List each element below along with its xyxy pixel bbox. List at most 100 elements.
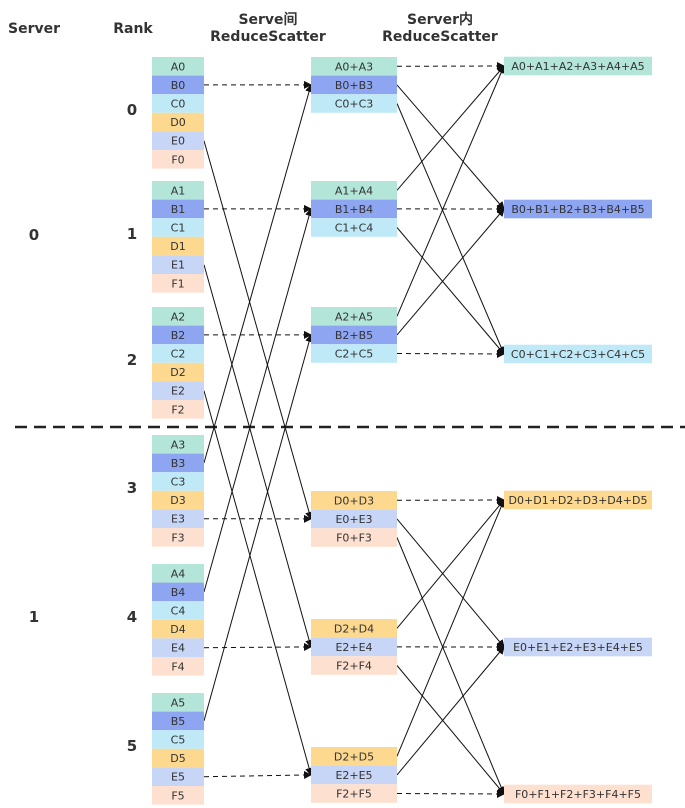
- rank-label-0: 0: [127, 101, 137, 119]
- rank-4-block-f4-text: F4: [171, 660, 184, 673]
- rank-2-block-f2-box: [152, 400, 204, 419]
- rank-2-block-c2-box: [152, 344, 204, 363]
- rank-5-block-d5-box: [152, 748, 204, 768]
- rank-2-block-f2-text: F2: [171, 403, 184, 416]
- rank-2-block-b2: B2: [152, 325, 204, 345]
- rank-2-block-a2-text: A2: [171, 310, 186, 323]
- rank-1-block-d1: D1: [152, 236, 204, 256]
- inter-result-0-1-box: [311, 75, 397, 95]
- rank-0-block-b0: B0: [152, 75, 204, 95]
- inter-result-3-0-text: D0+D3: [334, 494, 374, 507]
- rank-1-block-b1-box: [152, 199, 204, 219]
- rank-5-block-f5-text: F5: [171, 789, 184, 802]
- inter-result-3-1-text: E0+E3: [335, 513, 372, 526]
- inter-result-1-1: B1+B4: [311, 199, 397, 219]
- rank-3-block-d3: D3: [152, 490, 204, 510]
- rank-5-block-b5: B5: [152, 711, 204, 731]
- rank-2-block-a2: A2: [152, 307, 204, 326]
- rank-3-block-f3-text: F3: [171, 531, 184, 544]
- arrow-intra-5-0: [396, 499, 505, 757]
- rank-2-block-d2-box: [152, 362, 204, 382]
- rank-4-block-e4-text: E4: [171, 642, 185, 655]
- rank-4-block-b4-text: B4: [171, 586, 186, 599]
- rank-3-block-b3-box: [152, 453, 204, 473]
- rank-1-block-c1: C1: [152, 218, 204, 237]
- rank-0-block-d0: D0: [152, 112, 204, 132]
- arrow-intra-3-2: [396, 537, 505, 795]
- rank-3-block-f3-box: [152, 528, 204, 547]
- intra-server-header-line1: Server内: [407, 11, 473, 28]
- arrow-intra-2-0: [396, 65, 505, 317]
- rank-4-block-b4-box: [152, 582, 204, 602]
- rank-1-block-f1-box: [152, 274, 204, 293]
- rank-label-5: 5: [127, 737, 137, 755]
- intra-result-5: F0+F1+F2+F3+F4+F5: [504, 784, 652, 804]
- intra-server-header-line2: ReduceScatter: [382, 29, 498, 45]
- intra-result-0: A0+A1+A2+A3+A4+A5: [504, 56, 652, 76]
- intra-result-2-box: [504, 344, 652, 364]
- rank-0-block-c0: C0: [152, 94, 204, 113]
- inter-result-5-2: F2+F5: [311, 784, 397, 803]
- inter-result-2-0: A2+A5: [311, 307, 397, 326]
- rank-3-block-e3-text: E3: [171, 513, 185, 526]
- rank-4-block-f4: F4: [152, 657, 204, 676]
- rank-2-block-e2: E2: [152, 381, 204, 400]
- inter-result-0-2-box: [311, 94, 397, 113]
- arrow-intra-2-2: [396, 349, 505, 358]
- arrow-rank4-local: [203, 642, 312, 651]
- rank-1-block-f1-text: F1: [171, 277, 184, 290]
- intra-result-3: D0+D1+D2+D3+D4+D5: [504, 490, 652, 510]
- rank-4-block-c4-text: C4: [171, 605, 186, 618]
- rank-3-block-a3-box: [152, 435, 204, 454]
- rank-1-block-c1-text: C1: [171, 222, 186, 235]
- rank-0-block-c0-text: C0: [171, 98, 186, 111]
- intra-result-2-text: C0+C1+C2+C3+C4+C5: [511, 348, 645, 361]
- arrow-intra-1-2: [396, 227, 505, 355]
- inter-result-3-2-box: [311, 528, 397, 547]
- arrow-intra-4-2: [396, 665, 505, 795]
- rank-4-block-d4-text: D4: [170, 623, 185, 636]
- inter-result-0-1-text: B0+B3: [335, 79, 373, 92]
- intra-result-0-box: [504, 56, 652, 76]
- inter-result-0-2-text: C0+C3: [335, 98, 374, 111]
- rank-4-block-d4: D4: [152, 619, 204, 639]
- inter-result-4-2-text: F2+F4: [336, 660, 372, 673]
- inter-result-3-0-box: [311, 491, 397, 510]
- rank-4-block-b4: B4: [152, 582, 204, 602]
- inter-result-4-0-box: [311, 619, 397, 638]
- rank-0-block-f0: F0: [152, 150, 204, 169]
- rank-4-block-d4-box: [152, 619, 204, 639]
- inter-result-3-2-text: F0+F3: [336, 532, 372, 545]
- inter-result-2-2-text: C2+C5: [335, 348, 374, 361]
- inter-server-header-line2: ReduceScatter: [210, 29, 326, 45]
- server-header: Server: [8, 21, 60, 37]
- rank-1-block-a1-box: [152, 181, 204, 200]
- connections: [203, 62, 505, 798]
- arrow-intra-0-1: [396, 84, 505, 210]
- arrow-rank2-cross: [203, 390, 313, 776]
- inter-result-5-1-box: [311, 765, 397, 785]
- rank-3-block-a3-text: A3: [171, 438, 186, 451]
- rank-3-block-d3-text: D3: [170, 494, 185, 507]
- inter-result-1-2: C1+C4: [311, 218, 397, 237]
- rank-1-block-e1: E1: [152, 255, 204, 274]
- rank-1-block-d1-box: [152, 236, 204, 256]
- arrow-intra-5-1: [396, 646, 505, 776]
- intra-result-1-box: [504, 199, 652, 219]
- rank-3-block-e3-box: [152, 509, 204, 528]
- rank-2-block-c2: C2: [152, 344, 204, 363]
- inter-result-1-1-text: B1+B4: [335, 203, 373, 216]
- server-label-1: 1: [29, 608, 39, 626]
- rank-1-block-c1-box: [152, 218, 204, 237]
- inter-result-4-0: D2+D4: [311, 619, 397, 638]
- rank-label-2: 2: [127, 351, 137, 369]
- intra-result-3-text: D0+D1+D2+D3+D4+D5: [509, 494, 648, 507]
- intra-result-0-text: A0+A1+A2+A3+A4+A5: [511, 60, 644, 73]
- rank-4-block-a4: A4: [152, 564, 204, 583]
- rank-1-block-d1-text: D1: [170, 240, 185, 253]
- inter-server-header-line1: Serve间: [238, 11, 297, 28]
- rank-0-block-b0-text: B0: [171, 79, 186, 92]
- arrow-intra-5-2: [396, 789, 505, 798]
- rank-5-block-a5: A5: [152, 693, 204, 712]
- inter-result-2-1-box: [311, 325, 397, 345]
